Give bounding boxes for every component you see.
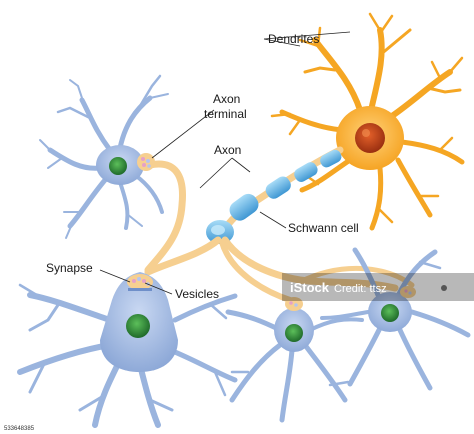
leader-lines — [99, 31, 351, 295]
orange-nucleus — [355, 123, 385, 153]
orange-neuron-dendrites — [270, 12, 465, 231]
bottom-right-neuron-dendrites — [320, 247, 471, 391]
label-axon: Axon — [214, 143, 241, 157]
top-left-neuron — [39, 74, 169, 239]
synapse-terminal-middle — [285, 297, 303, 311]
label-vesicles: Vesicles — [175, 287, 219, 301]
watermark: iStock Credit: ttsz — [282, 273, 474, 301]
watermark-brand: iStock — [290, 280, 330, 295]
label-axon-terminal-line1: Axon — [213, 92, 240, 106]
bottom-middle-neuron-dendrites — [225, 309, 364, 423]
axon-top-left — [144, 160, 187, 274]
top-left-nucleus — [109, 157, 127, 175]
axon-terminal-top — [137, 153, 155, 171]
watermark-credit: Credit: ttsz — [334, 283, 387, 295]
bottom-right-nucleus — [381, 304, 399, 322]
synapse-terminal-right — [400, 286, 416, 298]
label-synapse: Synapse — [46, 261, 93, 275]
label-schwann-cell: Schwann cell — [288, 221, 359, 235]
bottom-middle-nucleus — [285, 324, 303, 342]
image-id: 533648385 — [4, 426, 35, 432]
synapse-terminal — [127, 274, 153, 291]
label-axon-terminal-line2: terminal — [204, 107, 247, 121]
axon-branch-left — [144, 236, 222, 276]
label-dendrites: Dendrites — [268, 32, 319, 46]
axon-branch-middle — [219, 239, 293, 303]
bottom-left-nucleus — [126, 314, 150, 338]
